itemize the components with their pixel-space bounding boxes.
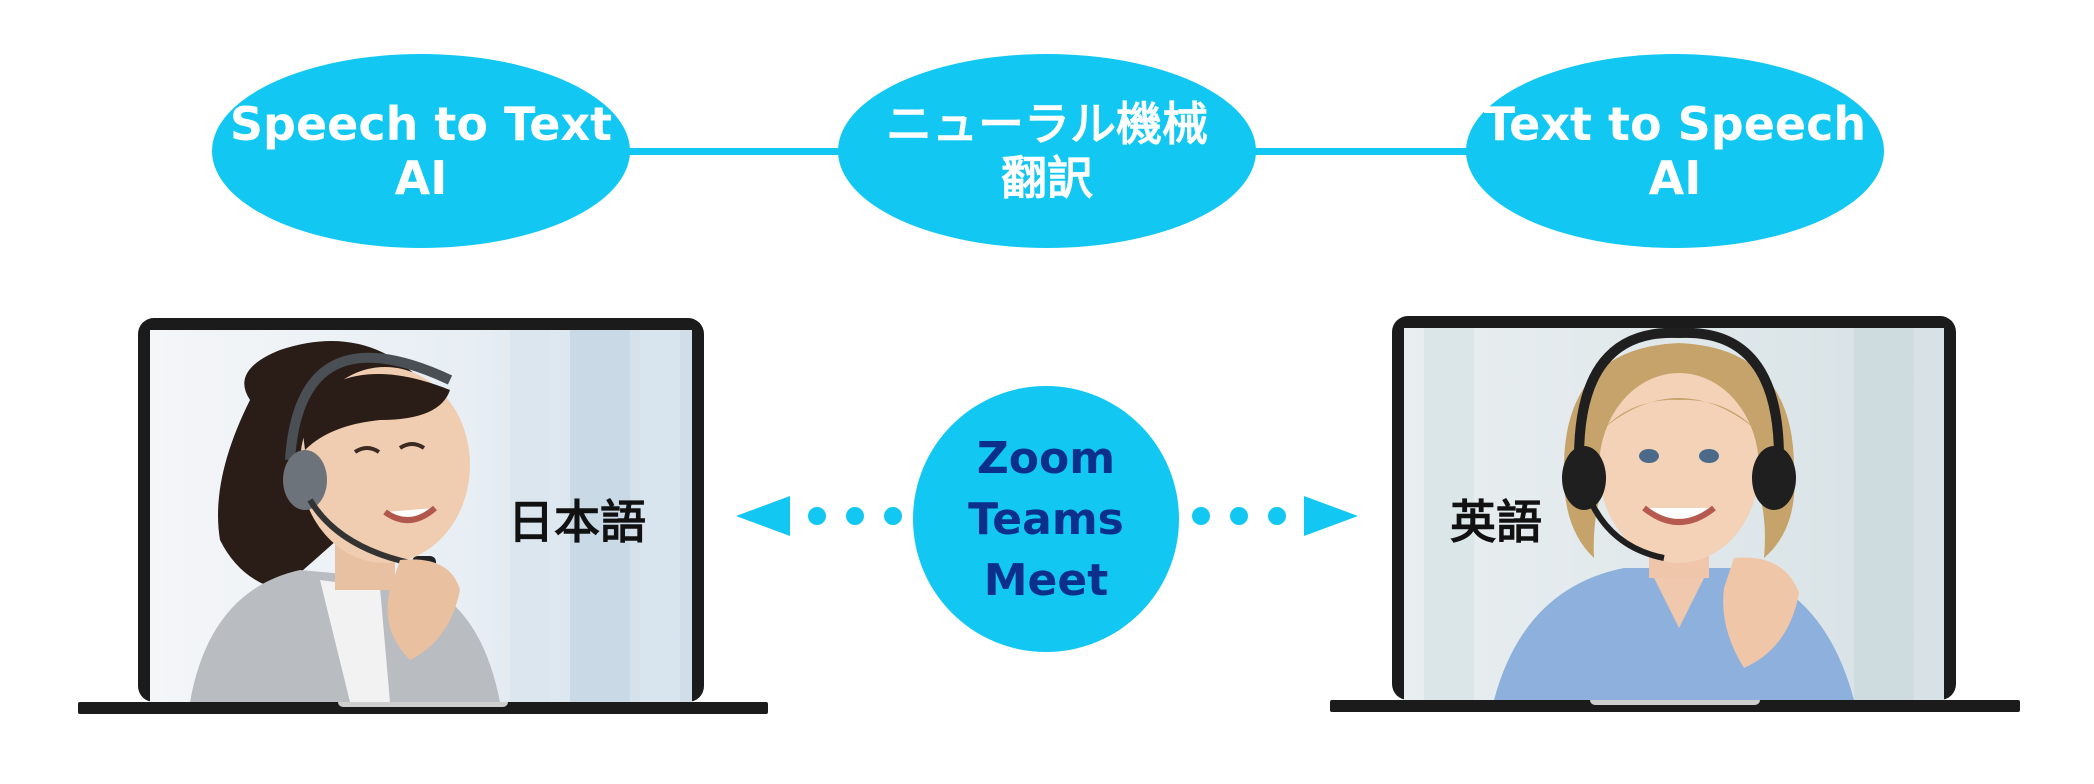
left-dot-3 [884,507,902,525]
text-to-speech-node: Text to Speech AI [1466,54,1884,248]
machine-translation-node: ニューラル機械 翻訳 [838,54,1256,248]
right-dot-2 [1230,507,1248,525]
pipeline-connector-left [620,148,850,155]
left-dot-2 [846,507,864,525]
left-laptop: 日本語 [78,318,768,718]
left-laptop-base [78,702,768,714]
platform-teams: Teams [968,493,1124,545]
right-language-label: 英語 [1450,495,1542,549]
speech-to-text-line-2: AI [394,151,448,205]
right-dot-1 [1192,507,1210,525]
right-arrow-icon [1304,496,1358,536]
right-laptop-base [1330,700,2020,712]
left-arrow-icon [736,496,790,536]
left-language-label: 日本語 [508,495,646,549]
text-to-speech-line-2: AI [1648,151,1702,205]
japanese-speaker-photo [150,330,692,702]
right-laptop: 英語 [1330,316,2020,716]
machine-translation-line-1: ニューラル機械 [886,97,1208,151]
left-laptop-notch [338,702,508,707]
platform-zoom: Zoom [976,432,1116,484]
machine-translation-line-2: 翻訳 [1001,151,1093,205]
platform-meet: Meet [983,554,1109,606]
right-video-screen [1404,328,1944,700]
left-dot-1 [808,507,826,525]
right-laptop-notch [1590,700,1760,705]
speech-to-text-line-1: Speech to Text [229,97,613,151]
pipeline-connector-right [1250,148,1480,155]
speech-to-text-node: Speech to Text AI [212,54,630,248]
right-dot-3 [1268,507,1286,525]
english-speaker-photo [1404,328,1944,700]
text-to-speech-line-1: Text to Speech [1483,97,1867,151]
video-platforms-circle: Zoom Teams Meet [913,386,1179,652]
left-video-screen [150,330,692,702]
